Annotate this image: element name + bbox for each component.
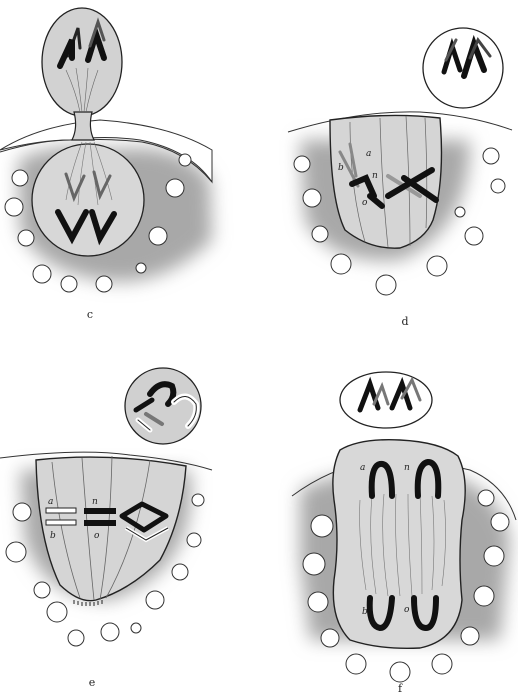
panel-e-upper-cell (125, 368, 201, 444)
panel-d-upper-cell (423, 28, 503, 108)
panel-f-mark-n: n (404, 463, 410, 473)
panel-d: a b n o d (288, 28, 512, 328)
panel-c-neck (72, 112, 94, 140)
panel-e: a b n o e (0, 368, 212, 689)
panel-e-mark-a: a (48, 497, 53, 507)
panel-c-label: c (87, 308, 93, 321)
panel-c-upper-cell (42, 8, 122, 116)
panel-e-mark-n: n (92, 497, 98, 507)
panel-c-lower-cell (32, 144, 144, 256)
panel-d-cell (330, 115, 441, 248)
panel-f-label: f (398, 682, 403, 695)
panel-d-mark-o: o (362, 198, 368, 208)
panel-d-mark-a: a (366, 149, 371, 159)
panel-d-label: d (401, 315, 408, 328)
panel-e-mark-b: b (50, 531, 56, 541)
panel-c: c (0, 8, 212, 321)
panel-e-label: e (89, 676, 96, 689)
panel-f: a b n o f (292, 372, 516, 695)
panel-f-mark-b: b (362, 607, 368, 617)
panel-f-mark-o: o (404, 605, 410, 615)
panel-e-mark-o: o (94, 531, 100, 541)
panel-d-mark-n: n (372, 171, 378, 181)
panel-d-mark-b: b (338, 163, 344, 173)
panel-f-mark-a: a (360, 463, 365, 473)
